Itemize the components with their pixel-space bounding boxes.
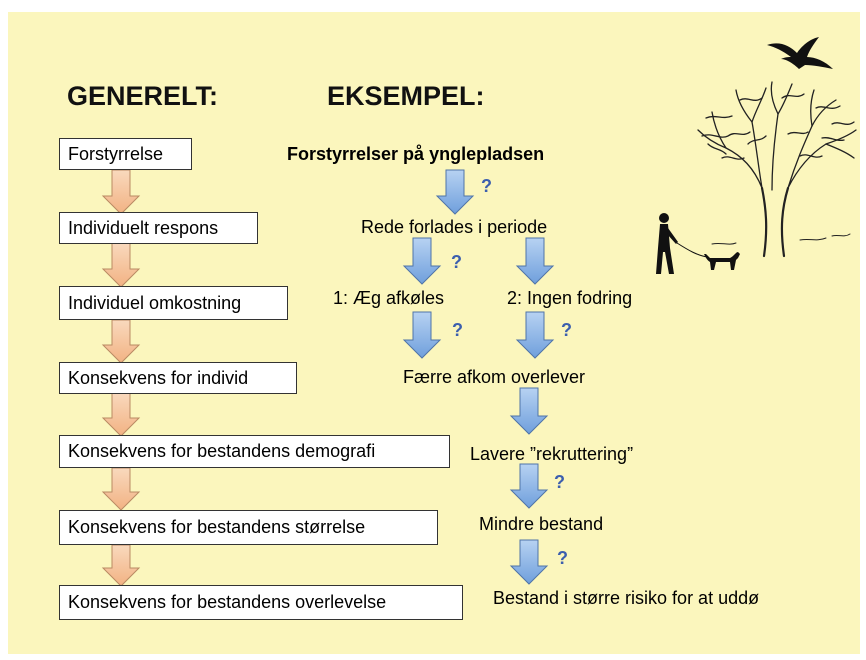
- example-arrow-6: [509, 387, 549, 435]
- general-step-1: Forstyrrelse: [59, 138, 192, 170]
- general-arrow-4: [101, 392, 141, 437]
- slide-panel: [8, 12, 860, 654]
- example-fewer-offspring: Færre afkom overlever: [403, 367, 586, 387]
- general-arrow-2: [101, 242, 141, 288]
- example-arrow-4: [402, 311, 442, 359]
- example-no-feeding: 2: Ingen fodring: [507, 288, 633, 308]
- example-arrow-8: [509, 539, 549, 585]
- general-arrow-5: [101, 467, 141, 511]
- example-arrow-5: [515, 311, 555, 359]
- example-eggs-cool: 1: Æg afkøles: [333, 288, 445, 308]
- general-arrow-3: [101, 319, 141, 364]
- example-arrow-1: [435, 169, 475, 215]
- example-arrow-3: [515, 237, 555, 285]
- example-disturbance: Forstyrrelser på ynglepladsen: [287, 144, 545, 164]
- example-recruitment: Lavere ”rekruttering”: [470, 444, 634, 464]
- example-arrow-2: [402, 237, 442, 285]
- example-smaller-population: Mindre bestand: [479, 514, 604, 534]
- general-step-4: Konsekvens for individ: [59, 362, 297, 394]
- question-mark: ?: [451, 252, 462, 272]
- general-step-7: Konsekvens for bestandens overlevelse: [59, 585, 463, 620]
- example-arrow-7: [509, 463, 549, 509]
- general-step-6: Konsekvens for bestandens størrelse: [59, 510, 438, 545]
- general-arrow-6: [101, 544, 141, 587]
- question-mark: ?: [554, 472, 565, 492]
- general-step-3: Individuel omkostning: [59, 286, 288, 320]
- question-mark: ?: [481, 176, 492, 196]
- example-nest-left: Rede forlades i periode: [361, 217, 548, 237]
- bird-icon: [767, 37, 833, 69]
- question-mark: ?: [561, 320, 572, 340]
- example-extinction-risk: Bestand i større risiko for at uddø: [493, 588, 760, 608]
- heading-general: GENERELT:: [67, 81, 219, 111]
- general-step-5: Konsekvens for bestandens demografi: [59, 435, 450, 468]
- heading-example: EKSEMPEL:: [327, 81, 485, 111]
- question-mark: ?: [452, 320, 463, 340]
- tree-icon: [697, 81, 857, 258]
- question-mark: ?: [557, 548, 568, 568]
- general-arrow-1: [101, 169, 141, 215]
- person-walking-dog-icon: [656, 213, 740, 274]
- general-step-2: Individuelt respons: [59, 212, 258, 244]
